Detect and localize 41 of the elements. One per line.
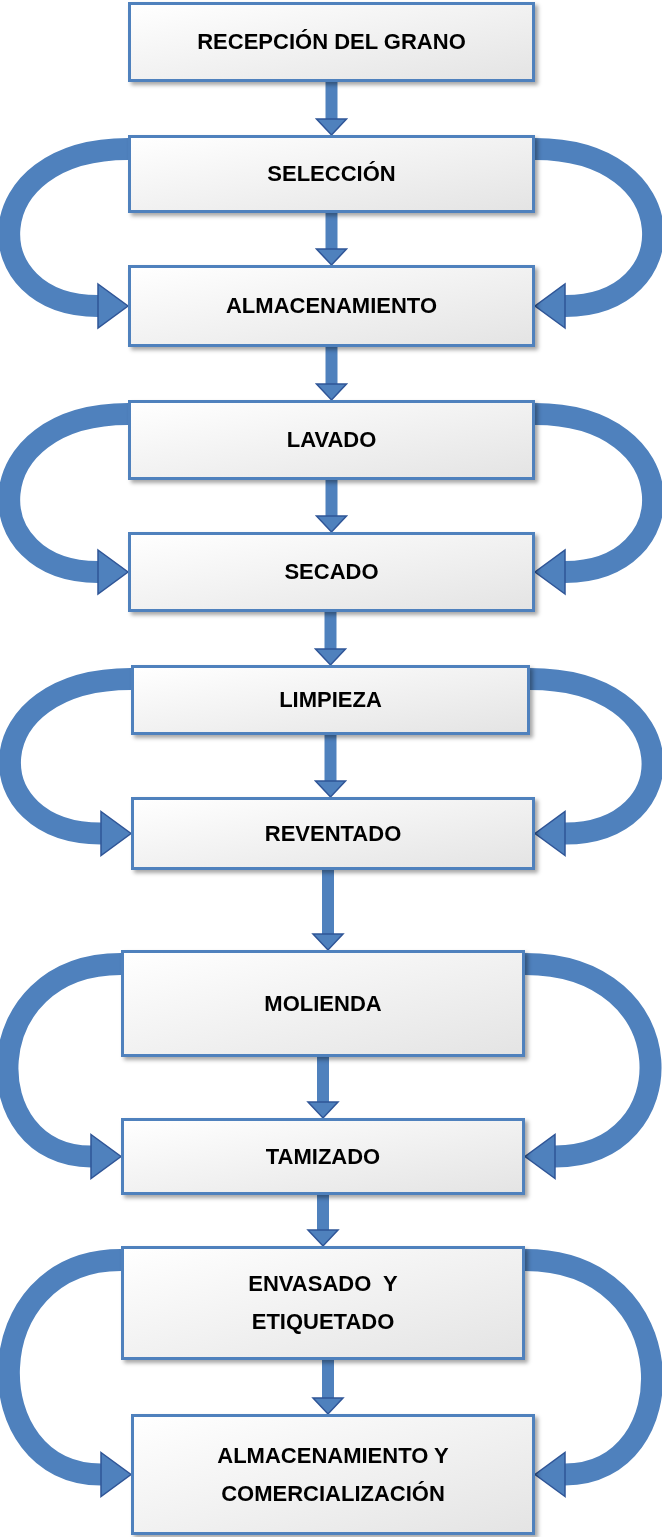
- process-box: [121, 1118, 525, 1195]
- process-box: [121, 950, 525, 1057]
- step-label: ALMACENAMIENTO Y COMERCIALIZACIÓN: [216, 1441, 450, 1508]
- arrow: [315, 480, 348, 533]
- arrow: [314, 735, 347, 798]
- arrow: [0, 138, 129, 329]
- step-label: LAVADO: [286, 426, 377, 454]
- arrow: [312, 870, 344, 951]
- arrow: [312, 1360, 344, 1415]
- arrow: [315, 347, 348, 401]
- step-label: MOLIENDA: [264, 989, 382, 1018]
- arrow: [534, 403, 662, 595]
- arrow: [529, 668, 662, 857]
- arrow: [0, 668, 132, 857]
- process-box: [131, 797, 535, 870]
- process-box: [131, 665, 530, 735]
- arrow: [534, 138, 662, 329]
- arrow: [315, 213, 348, 266]
- step-label: SELECCIÓN: [267, 160, 396, 188]
- process-box: [131, 1414, 535, 1535]
- step-label: RECEPCIÓN DEL GRANO: [197, 28, 466, 56]
- arrow: [314, 612, 347, 666]
- arrow: [523, 953, 662, 1180]
- process-box: [121, 1246, 525, 1360]
- process-box: [128, 135, 535, 213]
- step-label: LIMPIEZA: [279, 686, 382, 714]
- arrow: [315, 82, 348, 136]
- step-label: REVENTADO: [264, 819, 402, 848]
- step-label: SECADO: [284, 558, 379, 586]
- process-box: [128, 2, 535, 82]
- step-label: ALMACENAMIENTO: [226, 292, 437, 320]
- process-box: [128, 400, 535, 480]
- arrow: [0, 403, 129, 595]
- arrow: [307, 1057, 339, 1119]
- process-box: [128, 532, 535, 612]
- step-label: TAMIZADO: [265, 1142, 381, 1171]
- arrow: [523, 1249, 662, 1497]
- step-label: ENVASADO Y ETIQUETADO: [247, 1270, 399, 1336]
- process-box: [128, 265, 535, 347]
- arrow: [0, 953, 123, 1180]
- arrow: [307, 1195, 339, 1247]
